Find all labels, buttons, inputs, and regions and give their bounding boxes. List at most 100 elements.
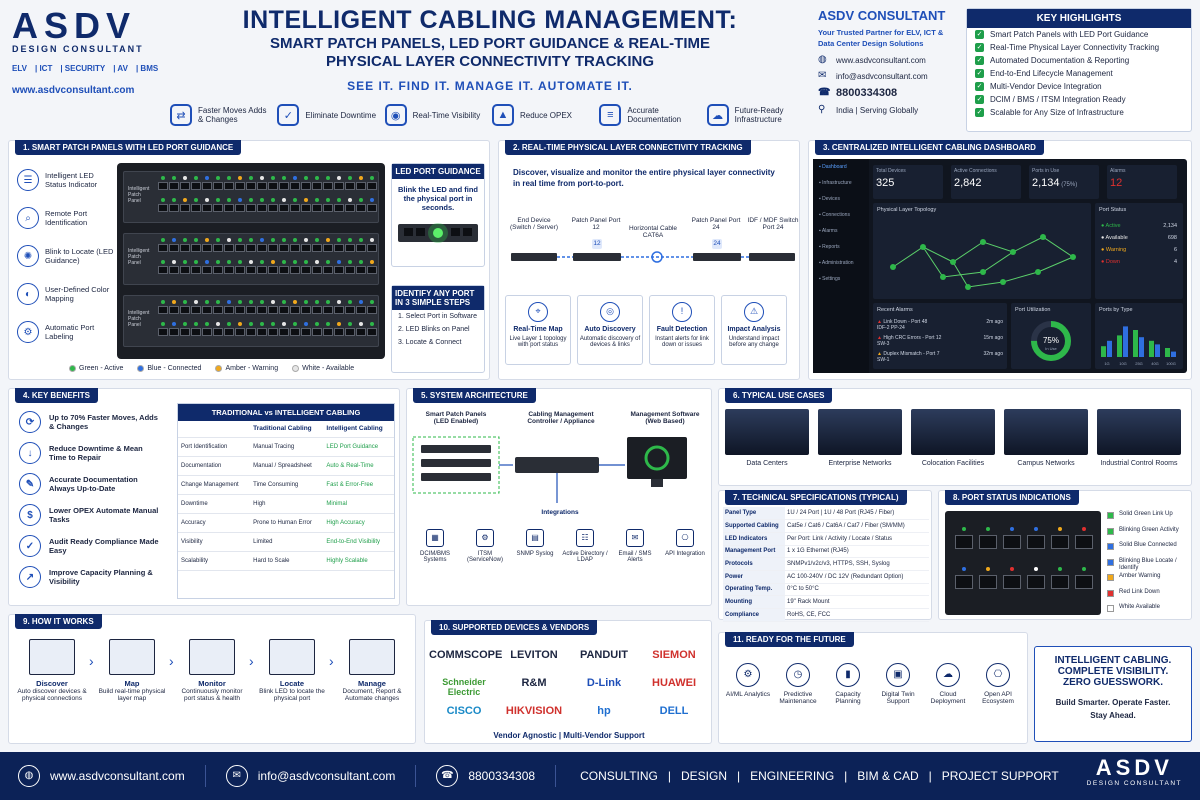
rj45-port[interactable] — [158, 328, 168, 336]
rj45-port[interactable] — [312, 266, 322, 274]
dashboard-nav-item[interactable]: ▪ Alarms — [819, 228, 838, 234]
rj45-port[interactable] — [191, 328, 201, 336]
rj45-port[interactable] — [169, 266, 179, 274]
rj45-port[interactable] — [323, 204, 333, 212]
rj45-port[interactable] — [224, 306, 234, 314]
rj45-port[interactable] — [202, 306, 212, 314]
rj45-port[interactable] — [334, 306, 344, 314]
rj45-port[interactable] — [356, 306, 366, 314]
rj45-port[interactable] — [345, 328, 355, 336]
phone-row[interactable]: ☎8800334308 — [818, 87, 958, 99]
rj45-port[interactable] — [257, 204, 267, 212]
rj45-port[interactable] — [257, 306, 267, 314]
rj45-port[interactable] — [246, 182, 256, 190]
rj45-port[interactable] — [356, 182, 366, 190]
rj45-port[interactable] — [334, 266, 344, 274]
rj45-port[interactable] — [180, 182, 190, 190]
rj45-port[interactable] — [356, 266, 366, 274]
rj45-port[interactable] — [1051, 575, 1069, 589]
rj45-port[interactable] — [290, 328, 300, 336]
rj45-port[interactable] — [279, 266, 289, 274]
rj45-port[interactable] — [224, 328, 234, 336]
rj45-port[interactable] — [301, 244, 311, 252]
rj45-port[interactable] — [191, 244, 201, 252]
rj45-port[interactable] — [356, 244, 366, 252]
rj45-port[interactable] — [345, 204, 355, 212]
rj45-port[interactable] — [312, 204, 322, 212]
rj45-port[interactable] — [180, 328, 190, 336]
rj45-port[interactable] — [246, 266, 256, 274]
rj45-port[interactable] — [257, 244, 267, 252]
rj45-port[interactable] — [279, 182, 289, 190]
rj45-port[interactable] — [356, 204, 366, 212]
rj45-port[interactable] — [224, 244, 234, 252]
rj45-port[interactable] — [235, 204, 245, 212]
rj45-port[interactable] — [257, 328, 267, 336]
rj45-port[interactable] — [334, 182, 344, 190]
dashboard-nav-item[interactable]: ▪ Connections — [819, 212, 850, 218]
rj45-port[interactable] — [268, 204, 278, 212]
rj45-port[interactable] — [367, 204, 377, 212]
rj45-port[interactable] — [301, 306, 311, 314]
rj45-port[interactable] — [301, 182, 311, 190]
rj45-port[interactable] — [213, 266, 223, 274]
rj45-port[interactable] — [345, 244, 355, 252]
rj45-port[interactable] — [235, 328, 245, 336]
rj45-port[interactable] — [290, 182, 300, 190]
rj45-port[interactable] — [279, 328, 289, 336]
rj45-port[interactable] — [246, 306, 256, 314]
rj45-port[interactable] — [235, 266, 245, 274]
rj45-port[interactable] — [290, 244, 300, 252]
rj45-port[interactable] — [213, 182, 223, 190]
rj45-port[interactable] — [323, 328, 333, 336]
dashboard-nav-item[interactable]: ▪ Reports — [819, 244, 840, 250]
rj45-port[interactable] — [301, 204, 311, 212]
rj45-port[interactable] — [202, 182, 212, 190]
rj45-port[interactable] — [1051, 535, 1069, 549]
rj45-port[interactable] — [367, 306, 377, 314]
rj45-port[interactable] — [191, 306, 201, 314]
rj45-port[interactable] — [334, 244, 344, 252]
rj45-port[interactable] — [1027, 535, 1045, 549]
rj45-port[interactable] — [323, 266, 333, 274]
rj45-port[interactable] — [301, 328, 311, 336]
rj45-port[interactable] — [268, 306, 278, 314]
dashboard-nav-item[interactable]: ▪ Devices — [819, 196, 840, 202]
rj45-port[interactable] — [268, 328, 278, 336]
rj45-port[interactable] — [367, 182, 377, 190]
rj45-port[interactable] — [191, 182, 201, 190]
rj45-port[interactable] — [301, 266, 311, 274]
rj45-port[interactable] — [213, 328, 223, 336]
rj45-port[interactable] — [180, 266, 190, 274]
email-row[interactable]: ✉info@asdvconsultant.com — [818, 71, 958, 81]
rj45-port[interactable] — [312, 328, 322, 336]
rj45-port[interactable] — [312, 182, 322, 190]
rj45-port[interactable] — [169, 328, 179, 336]
rj45-port[interactable] — [158, 182, 168, 190]
dashboard-nav-item[interactable]: ▪ Infrastructure — [819, 180, 852, 186]
footer-email-link[interactable]: ✉info@asdvconsultant.com — [225, 765, 417, 787]
dashboard-nav-item[interactable]: ▪ Administration — [819, 260, 854, 266]
rj45-port[interactable] — [345, 306, 355, 314]
web-row[interactable]: ◍www.asdvconsultant.com — [818, 55, 958, 65]
rj45-port[interactable] — [169, 306, 179, 314]
rj45-port[interactable] — [312, 306, 322, 314]
rj45-port[interactable] — [180, 244, 190, 252]
rj45-port[interactable] — [158, 244, 168, 252]
rj45-port[interactable] — [235, 182, 245, 190]
rj45-port[interactable] — [1003, 575, 1021, 589]
rj45-port[interactable] — [955, 575, 973, 589]
dashboard-nav-item[interactable]: ▪ Settings — [819, 276, 841, 282]
rj45-port[interactable] — [169, 204, 179, 212]
rj45-port[interactable] — [323, 244, 333, 252]
rj45-port[interactable] — [202, 266, 212, 274]
rj45-port[interactable] — [279, 244, 289, 252]
rj45-port[interactable] — [191, 266, 201, 274]
footer-phone-link[interactable]: ☎8800334308 — [436, 765, 557, 787]
rj45-port[interactable] — [1075, 535, 1093, 549]
rj45-port[interactable] — [235, 306, 245, 314]
rj45-port[interactable] — [202, 204, 212, 212]
